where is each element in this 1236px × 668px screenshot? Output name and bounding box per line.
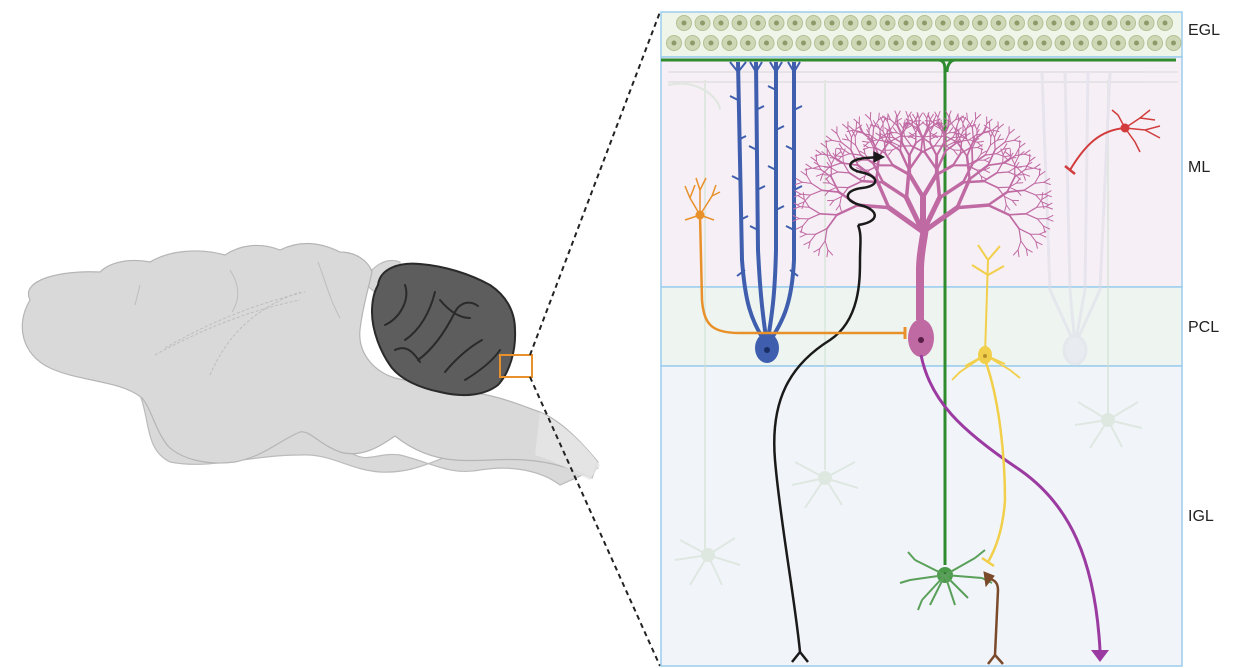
egl-granule-nucleus [949,41,954,46]
egl-granule-nucleus [756,21,761,26]
egl-granule-nucleus [709,41,714,46]
egl-granule-nucleus [1005,41,1010,46]
egl-granule-nucleus [1153,41,1158,46]
egl-granule-nucleus [867,21,872,26]
purkinje-dendrite [856,122,857,129]
egl-granule-nucleus [783,41,788,46]
layer-label-igl: IGL [1188,508,1214,525]
layer-label-ml: ML [1188,159,1210,176]
purkinje-dendrite [963,181,984,182]
egl-granule-nucleus [764,41,769,46]
layer-label-pcl: PCL [1188,319,1219,336]
purkinje-dendrite [972,148,973,163]
egl-granule-nucleus [672,41,677,46]
purkinje-dendrite [938,117,939,125]
egl-granule-nucleus [700,21,705,26]
egl-granule-nucleus [719,21,724,26]
egl-granule-nucleus [793,21,798,26]
egl-granule-nucleus [1107,21,1112,26]
purkinje-dendrite [820,214,837,215]
purkinje-dendrite [851,137,852,150]
egl-granule-nucleus [912,41,917,46]
purkinje-dendrite [900,136,901,151]
egl-granule-nucleus [801,41,806,46]
brain-sagittal-icon [22,243,600,485]
egl-granule-nucleus [875,41,880,46]
egl-granule-nucleus [1116,41,1121,46]
egl-granule-nucleus [1060,41,1065,46]
zoom-line-top [530,12,660,355]
igl-region [661,366,1182,666]
purkinje-dendrite [995,137,996,150]
egl-granule-nucleus [978,21,983,26]
egl-granule-nucleus [1134,41,1139,46]
egl-granule-nucleus [774,21,779,26]
egl-granule-nucleus [968,41,973,46]
egl-granule-nucleus [1163,21,1168,26]
purkinje-dendrite [1003,155,1004,163]
egl-granule-nucleus [1097,41,1102,46]
egl-granule-nucleus [922,21,927,26]
egl-granule-nucleus [1033,21,1038,26]
egl-granule-nucleus [1042,41,1047,46]
layer-label-egl: EGL [1188,22,1220,39]
egl-granule-nucleus [811,21,816,26]
egl-granule-nucleus [1089,21,1094,26]
purkinje-dendrite [1039,169,1040,176]
purkinje-dendrite [907,170,910,198]
egl-granule-nucleus [1070,21,1075,26]
purkinje-dendrite [862,181,883,182]
purkinje-dendrite [1036,194,1045,195]
egl-granule-nucleus [904,21,909,26]
egl-granule-nucleus [857,41,862,46]
purkinje-dendrite [1015,167,1021,168]
egl-granule-nucleus [1052,21,1057,26]
purkinje-dendrite [1004,156,1010,157]
purkinje-dendrite [801,194,810,195]
purkinje-dendrite [957,205,988,208]
egl-granule-nucleus [996,21,1001,26]
egl-granule-nucleus [1015,21,1020,26]
egl-granule-nucleus [848,21,853,26]
purkinje-dendrite [945,136,946,151]
purkinje-dendrite [927,118,928,126]
purkinje-dendrite [989,122,990,129]
egl-granule-nucleus [682,21,687,26]
egl-granule-nucleus [1144,21,1149,26]
egl-granule-nucleus [737,21,742,26]
egl-granule-nucleus [820,41,825,46]
egl-granule-nucleus [727,41,732,46]
purkinje-dendrite [835,156,841,157]
egl-granule-nucleus [931,41,936,46]
purkinje-dendrite [800,207,809,208]
egl-granule-nucleus [986,41,991,46]
cerebellum [372,264,515,395]
egl-granule-nucleus [1171,41,1176,46]
purkinje-dendrite [915,121,921,122]
egl-granule-nucleus [746,41,751,46]
egl-granule-nucleus [690,41,695,46]
egl-granule-nucleus [885,21,890,26]
egl-granule-nucleus [1023,41,1028,46]
egl-granule-nucleus [959,21,964,26]
zoom-line-bottom [530,377,660,666]
purkinje-dendrite [1009,214,1026,215]
egl-granule-nucleus [838,41,843,46]
egl-granule-nucleus [1126,21,1131,26]
purkinje-dendrite [937,170,940,198]
egl-granule-nucleus [830,21,835,26]
egl-granule-nucleus [941,21,946,26]
egl-granule-nucleus [1079,41,1084,46]
purkinje-dendrite [1037,207,1046,208]
purkinje-dendrite [919,118,920,126]
egl-granule-nucleus [894,41,899,46]
